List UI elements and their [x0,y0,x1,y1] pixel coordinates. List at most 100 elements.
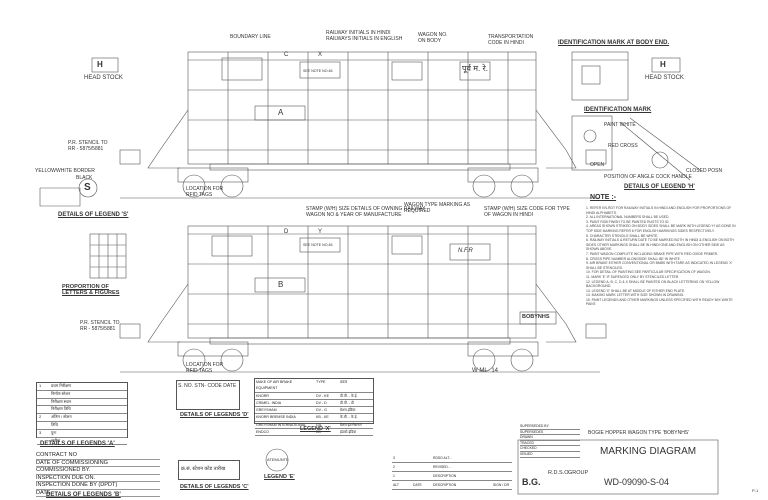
table-cell [492,463,512,471]
location-box-bottom: LOCATION FOR RFID TAGS [186,362,224,374]
wagon-code-bottom: BOBYNHS [522,314,550,320]
panel-d: D [284,229,289,235]
table-cell: GIL [316,422,322,427]
table-cell: GREYSHAM INTERNATIONAL [256,422,307,427]
location-box-top: LOCATION FOR RFID TAGS [186,186,224,198]
table-cell [412,463,432,471]
legend-d-header: S. NO. STN- CODE DATE [178,383,237,389]
proportion-label: PROPORTION OF LETTERS & FIGURES [62,284,120,296]
table-cell: DESCRIPTION [433,474,457,478]
table-cell: GREYSHAM [256,408,277,413]
note-item: 14. MAKING MARK LETTER WITH SIZE SHOWN I… [586,293,685,298]
transportation-code-top: TRANSPORTATION CODE IN HINDI [488,34,534,46]
title-row: SUPERSEDED BY [520,424,580,430]
note-item: 5. CHARACTER STENCILS SHALL BE WHITE. [586,233,659,238]
table-cell [103,391,127,398]
revision-row: 2 REVISED... [392,463,512,472]
legend-b-row: INSPECTION DUE ON. [36,475,160,482]
table-cell: DESCRIPTION [433,483,457,487]
table-cell: डी.वी. - डी [340,400,354,405]
table-cell: 3 [39,429,42,435]
table-cell: पुनः [51,429,57,435]
table-cell [103,399,127,406]
notes-title: NOTE :- [590,194,617,201]
head-stock-right: HEAD STOCK [645,75,684,81]
legend-b-row: COMMISSIONED BY. [36,467,160,475]
table-cell: REVISED... [433,465,451,469]
table-cell: DATE [413,483,422,487]
table-cell [37,399,49,406]
see-note-top: SEE NOTE NO.46 [303,69,333,73]
notes-list: 1. REFER EN-RDT FOR RAILWAY INITIALS IN … [586,206,736,307]
table-cell: डी.वी. - के.ई. [340,393,358,398]
title-row: DRAWN [520,435,580,441]
details-legend-c: DETAILS OF LEGENDS 'C' [180,484,249,490]
title-row: TRACED [520,441,580,447]
title-row: SUPERSEDES [520,430,580,436]
table-cell: RDSO ALT... [433,456,452,460]
legend-b-row: DATE OF COMMISSIONING [36,460,160,467]
rdso-label: R.D.S.O. [548,470,571,476]
pos-stencil-bottom: P.R. STENCIL TO RR - 5875/5881 [80,320,120,332]
legend-e-text: ATEMUNTE [267,457,289,462]
org-label: B.G. [522,477,541,487]
table-cell [492,472,512,480]
wagon-name-bottom: N.F.R [458,248,473,254]
table-cell: के.बी. - के.ई. [340,415,358,420]
table-cell: 2 [39,414,42,420]
legend-d-box [176,380,240,410]
note-item: 15. PAINT LEGENDS AND OTHER MARKINGS UNL… [586,297,733,307]
details-legend-h: DETAILS OF LEGEND 'H' [624,184,695,190]
legend-b-row: INSPECTION DONE BY (DPDT) [36,482,160,490]
table-cell: प्रथम निरीक्षण [51,383,72,388]
note-item: 6. RAILWAY INITIALS & RETURN DATE TO BE … [586,238,734,252]
table-row: तिथि [37,422,127,430]
note-item: 4. AREAS SHOWN STRIKED ON BODY SIDES SHA… [586,224,736,233]
white-border-label: WHITE BORDER [56,168,95,174]
wml-14: W ML- 14 [472,368,499,374]
panel-a: A [278,108,284,117]
project-name: BOGIE HOPPER WAGON TYPE 'BOBYNHS' [588,430,690,436]
table-cell: अंतिम / स्टेशन [51,414,72,420]
railway-initials-top: RAILWAY INITIALS IN HINDI RAILWAYS INITI… [326,30,403,42]
table-cell [103,414,127,421]
table-cell: निर्माण स्टेशन [51,390,71,396]
open-label: OPEN [590,162,605,168]
details-legend-s: DETAILS OF LEGEND 'S' [58,212,129,218]
table-row: निरीक्षण तिथि [37,406,127,415]
identification-mark-body-end: IDENTIFICATION MARK AT BODY END. [558,40,670,46]
table-cell: 3 [393,456,395,460]
table-cell: 2 [393,465,395,469]
table-row: 2 अंतिम / स्टेशन [37,414,127,422]
table-cell: CRIMEL. INDIA [256,400,282,405]
panel-x: X [318,52,323,58]
yellow-label: YELLOW [35,168,56,174]
identification-mark: IDENTIFICATION MARK [584,107,652,113]
top-wagon [119,51,607,199]
see-note-bottom: SEE NOTE NO.46 [303,243,333,247]
closed-label: CLOSED POSN [686,168,723,174]
h-letter-right: H [660,60,666,69]
details-legend-b: DETAILS OF LEGENDS 'B' [46,492,121,498]
red-cross-label: RED CROSS [608,143,638,149]
table-cell: MAKE OF AIR BRAKE EQUIPMENT [256,380,293,391]
table-cell [103,406,127,413]
table-cell [37,391,49,398]
table-cell [103,422,127,429]
table-cell: निरीक्षण स्थान [51,398,72,404]
group-label: GROUP [568,470,589,476]
note-item: 8. CROSS PIPE NUMBER ALONGSIDE SHALL BE … [586,256,681,261]
table-cell: इंडको-इंडिया [340,430,357,435]
note-item: 3. PAINT RGB FINISH TO BE PAINTED RUSTS … [586,219,670,224]
note-item: 13. LEGEND 'E' SHALL BE AT MIDDLE OF EIT… [586,288,686,293]
h-letter-left: H [97,60,103,69]
legend-e-label: LEGEND 'E' [264,474,295,480]
table-row: निर्माण स्टेशन [37,391,127,399]
panel-b: B [278,280,284,289]
